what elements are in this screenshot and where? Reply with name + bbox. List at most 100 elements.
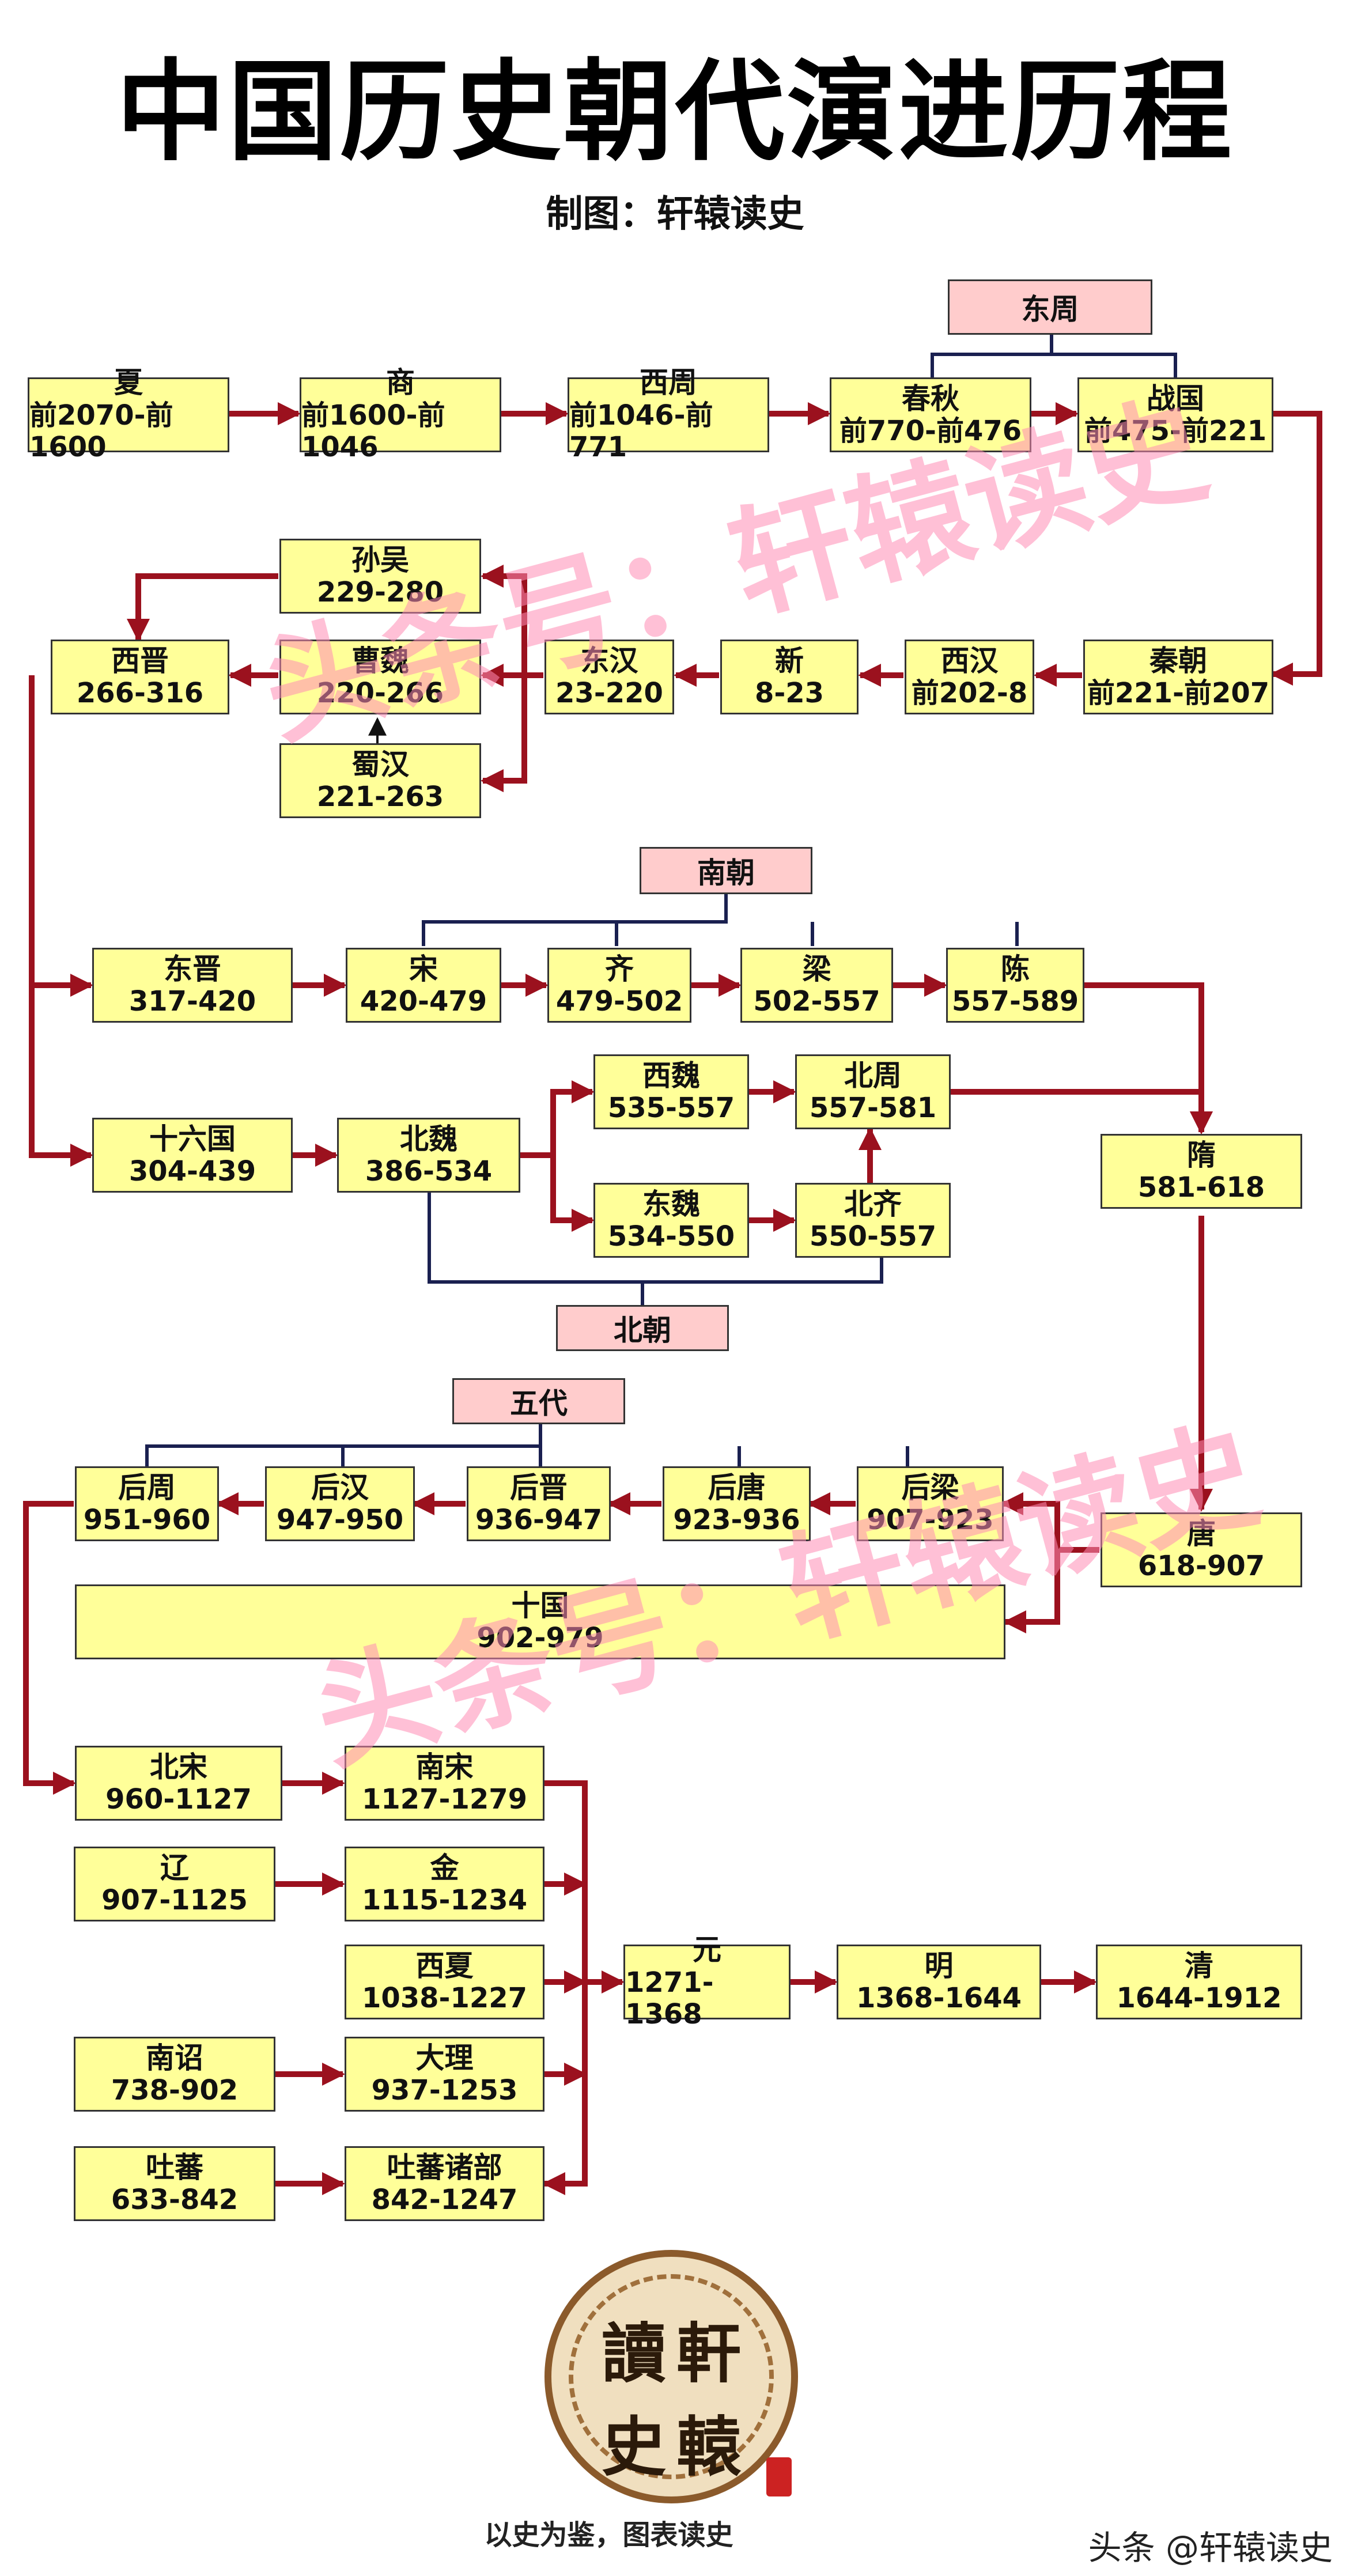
dynasty-name: 明 — [924, 1949, 954, 1983]
motto: 以史为鉴，图表读史 — [484, 2519, 733, 2551]
dynasty-name: 西汉 — [940, 644, 999, 678]
dynasty-name: 大理 — [415, 2041, 474, 2075]
dynasty-years: 937-1253 — [371, 2074, 518, 2107]
dynasty-years: 557-589 — [951, 985, 1079, 1018]
page-subtitle: 制图：轩辕读史 — [546, 193, 804, 236]
dynasty-name: 秦朝 — [1149, 644, 1207, 678]
dynasty-years: 907-1125 — [101, 1884, 248, 1917]
dynasty-name: 后梁 — [901, 1470, 959, 1504]
dynasty-name: 孙吴 — [351, 543, 409, 577]
dynasty-years: 960-1127 — [105, 1783, 252, 1816]
dynasty-name: 蜀汉 — [351, 747, 409, 781]
category-beichao: 北朝 — [556, 1305, 729, 1351]
dynasty-years: 229-280 — [316, 576, 444, 609]
dynasty-name: 夏 — [114, 366, 143, 400]
dynasty-years: 8-23 — [754, 677, 825, 710]
dynasty-name: 隋 — [1187, 1138, 1216, 1172]
dynasty-years: 502-557 — [753, 985, 880, 1018]
dynasty-name: 齐 — [605, 952, 634, 986]
dynasty-years: 266-316 — [76, 677, 204, 710]
dynasty-name: 战国 — [1147, 381, 1204, 415]
dynasty-box-shang: 商前1600-前1046 — [300, 366, 501, 463]
dynasty-name: 元 — [693, 1933, 721, 1967]
dynasty-name: 西夏 — [415, 1949, 474, 1983]
dynasty-name: 南诏 — [146, 2041, 203, 2075]
dynasty-years: 1038-1227 — [361, 1982, 528, 2015]
dynasty-years: 前2070-前1600 — [29, 399, 173, 463]
dynasty-years: 618-907 — [1137, 1550, 1265, 1583]
dynasty-years: 1127-1279 — [361, 1783, 528, 1816]
dynasty-years: 前1600-前1046 — [301, 399, 445, 463]
dynasty-years: 902-979 — [477, 1622, 604, 1655]
dynasty-name: 宋 — [409, 952, 438, 986]
category-dongzhou: 东周 — [948, 279, 1152, 335]
dynasty-name: 曹魏 — [351, 644, 409, 678]
seal-logo: 讀 軒 史 轅 — [544, 2250, 798, 2503]
dynasty-name: 东魏 — [642, 1187, 700, 1221]
dynasty-name: 北宋 — [150, 1750, 207, 1784]
dynasty-years: 前1046-前771 — [569, 399, 713, 463]
dynasty-name: 春秋 — [902, 381, 959, 415]
dynasty-box-chunqiu: 春秋前770-前476 — [830, 377, 1031, 452]
dynasty-box-xihan: 西汉前202-8 — [905, 640, 1034, 714]
dynasty-years: 386-534 — [365, 1155, 493, 1188]
dynasty-years: 936-947 — [475, 1504, 603, 1537]
dynasty-name: 北齐 — [844, 1187, 902, 1221]
dynasty-name: 清 — [1185, 1949, 1213, 1983]
dynasty-box-xia: 夏前2070-前1600 — [28, 366, 229, 463]
dynasty-years: 1271-1368 — [625, 1966, 714, 2030]
dynasty-name: 后周 — [118, 1470, 176, 1504]
dynasty-name: 西魏 — [642, 1058, 700, 1092]
dynasty-years: 923-936 — [673, 1504, 800, 1537]
dynasty-box-xizhou: 西周前1046-前771 — [568, 366, 769, 463]
dynasty-name: 商 — [386, 366, 415, 400]
dynasty-name: 南宋 — [415, 1750, 474, 1784]
page-title: 中国历史朝代演进历程 — [116, 48, 1234, 176]
dynasty-years: 前475-前221 — [1084, 415, 1267, 448]
dynasty-years: 534-550 — [607, 1220, 735, 1253]
dynasty-years: 738-902 — [111, 2074, 239, 2107]
dynasty-years: 304-439 — [128, 1155, 256, 1188]
dynasty-years: 221-263 — [316, 781, 444, 814]
dynasty-years: 1115-1234 — [361, 1884, 528, 1917]
dynasty-name: 陈 — [1001, 952, 1030, 986]
category-wudai: 五代 — [452, 1378, 625, 1424]
dynasty-name: 后晋 — [510, 1470, 568, 1504]
seal-char: 讀 — [602, 2316, 666, 2392]
dynasty-name: 北周 — [844, 1058, 902, 1092]
dynasty-years: 220-266 — [316, 677, 444, 710]
category-nanchao: 南朝 — [640, 847, 812, 894]
dynasty-name: 西晋 — [111, 644, 169, 678]
dynasty-name: 吐蕃诸部 — [387, 2150, 502, 2184]
seal-char: 軒 — [676, 2316, 741, 2392]
dynasty-name: 梁 — [802, 952, 831, 986]
dynasty-years: 1368-1644 — [856, 1982, 1022, 2015]
dynasty-years: 947-950 — [276, 1504, 404, 1537]
dynasty-years: 前770-前476 — [839, 415, 1022, 448]
seal-inner-ring: 讀 軒 史 轅 — [569, 2274, 774, 2485]
dynasty-name: 西周 — [640, 366, 697, 400]
